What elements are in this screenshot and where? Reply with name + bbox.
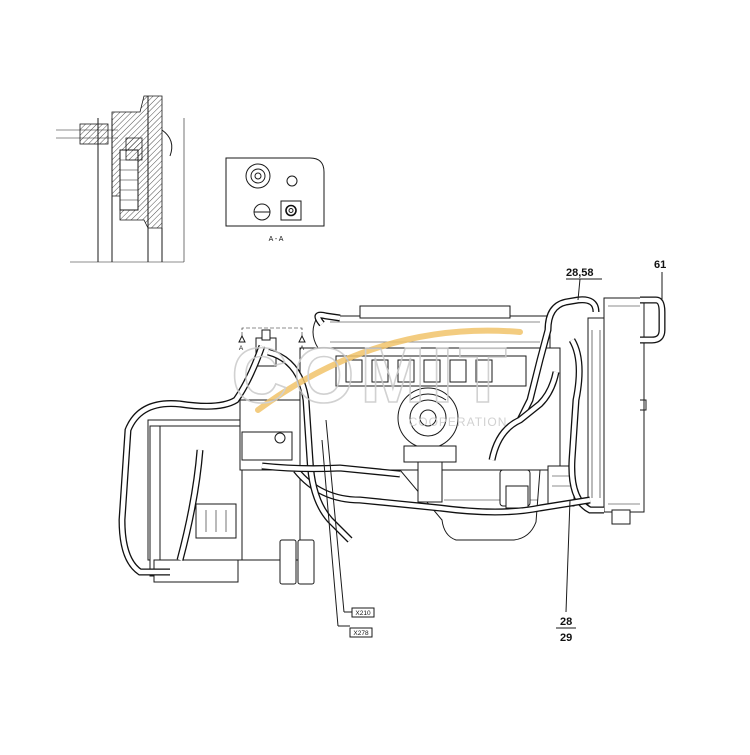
section-marker-right: A xyxy=(300,345,305,352)
section-label: A - A xyxy=(269,236,284,243)
hoses xyxy=(118,296,666,576)
connector-x278: X278 xyxy=(349,627,373,638)
callout-61-label: 61 xyxy=(654,259,666,271)
watermark: COMIT COOPERATION xyxy=(231,327,523,429)
watermark-sub-text: COOPERATION xyxy=(409,415,508,429)
detail-cutaway-view xyxy=(56,95,185,263)
wiring-harness xyxy=(321,419,352,627)
connector-x278-label: X278 xyxy=(353,630,369,637)
callout-28-58: 28,58 xyxy=(566,267,602,301)
fuel-filter-2 xyxy=(297,539,315,585)
callout-28-29: 28 29 xyxy=(556,499,576,644)
watermark-swoosh xyxy=(255,327,523,413)
section-aa-view: A - A xyxy=(225,157,325,243)
callout-28-58-label: 28,58 xyxy=(566,267,594,279)
radiator xyxy=(587,297,647,525)
callout-29-label: 29 xyxy=(560,632,572,644)
watermark-main-text: COMIT xyxy=(231,331,512,419)
connector-x210-label: X210 xyxy=(355,610,371,617)
gear-icon xyxy=(280,200,302,221)
callout-61: 61 xyxy=(654,259,666,300)
injector-row xyxy=(345,359,493,383)
section-marker-left: A xyxy=(239,345,244,352)
connector-x210: X210 xyxy=(351,607,375,618)
callout-28-label: 28 xyxy=(560,616,572,628)
fuel-filter-1 xyxy=(279,539,297,585)
